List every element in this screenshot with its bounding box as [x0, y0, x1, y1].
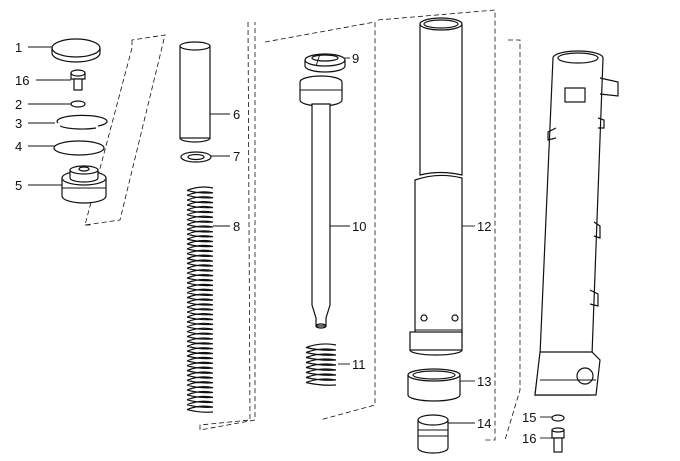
part-1-cap [51, 38, 101, 63]
callout-12: 12 [477, 219, 491, 234]
callout-14: 14 [477, 416, 491, 431]
part-15-washer [551, 414, 565, 422]
part-2-ring [70, 100, 86, 108]
callout-16-top: 16 [15, 73, 29, 88]
callout-11: 11 [352, 357, 366, 372]
bracket-group-1 [84, 34, 166, 226]
part-13-bushing [407, 368, 461, 402]
callout-3: 3 [15, 116, 22, 131]
callout-8: 8 [233, 219, 240, 234]
callout-7: 7 [233, 149, 240, 164]
bracket-group-4 [377, 9, 496, 441]
callout-2: 2 [15, 97, 22, 112]
callout-15: 15 [522, 410, 536, 425]
part-9-bushing [304, 53, 346, 73]
callout-1: 1 [15, 40, 22, 55]
part-3-circlip [56, 114, 108, 130]
bracket-group-3 [264, 21, 376, 421]
callout-6: 6 [233, 107, 240, 122]
part-14-piston [417, 414, 449, 454]
callout-9: 9 [352, 51, 359, 66]
part-11-small-spring [305, 343, 337, 386]
part-16-bolt-bottom [551, 427, 565, 453]
callout-13: 13 [477, 374, 491, 389]
part-12-fork-tube [409, 17, 463, 356]
bracket-group-5 [504, 39, 521, 441]
part-16-bolt-top [70, 69, 86, 91]
outer-fork-slider [534, 50, 619, 396]
callout-16-bottom: 16 [522, 431, 536, 446]
part-7-washer [180, 151, 212, 163]
bracket-group-2 [199, 21, 256, 431]
callout-10: 10 [352, 219, 366, 234]
part-10-damper-rod [299, 75, 343, 329]
part-8-spring [186, 186, 214, 413]
callout-4: 4 [15, 139, 22, 154]
part-4-o-ring [53, 140, 105, 156]
callout-5: 5 [15, 178, 22, 193]
part-6-tube [179, 41, 211, 143]
part-5-plug [61, 165, 107, 204]
